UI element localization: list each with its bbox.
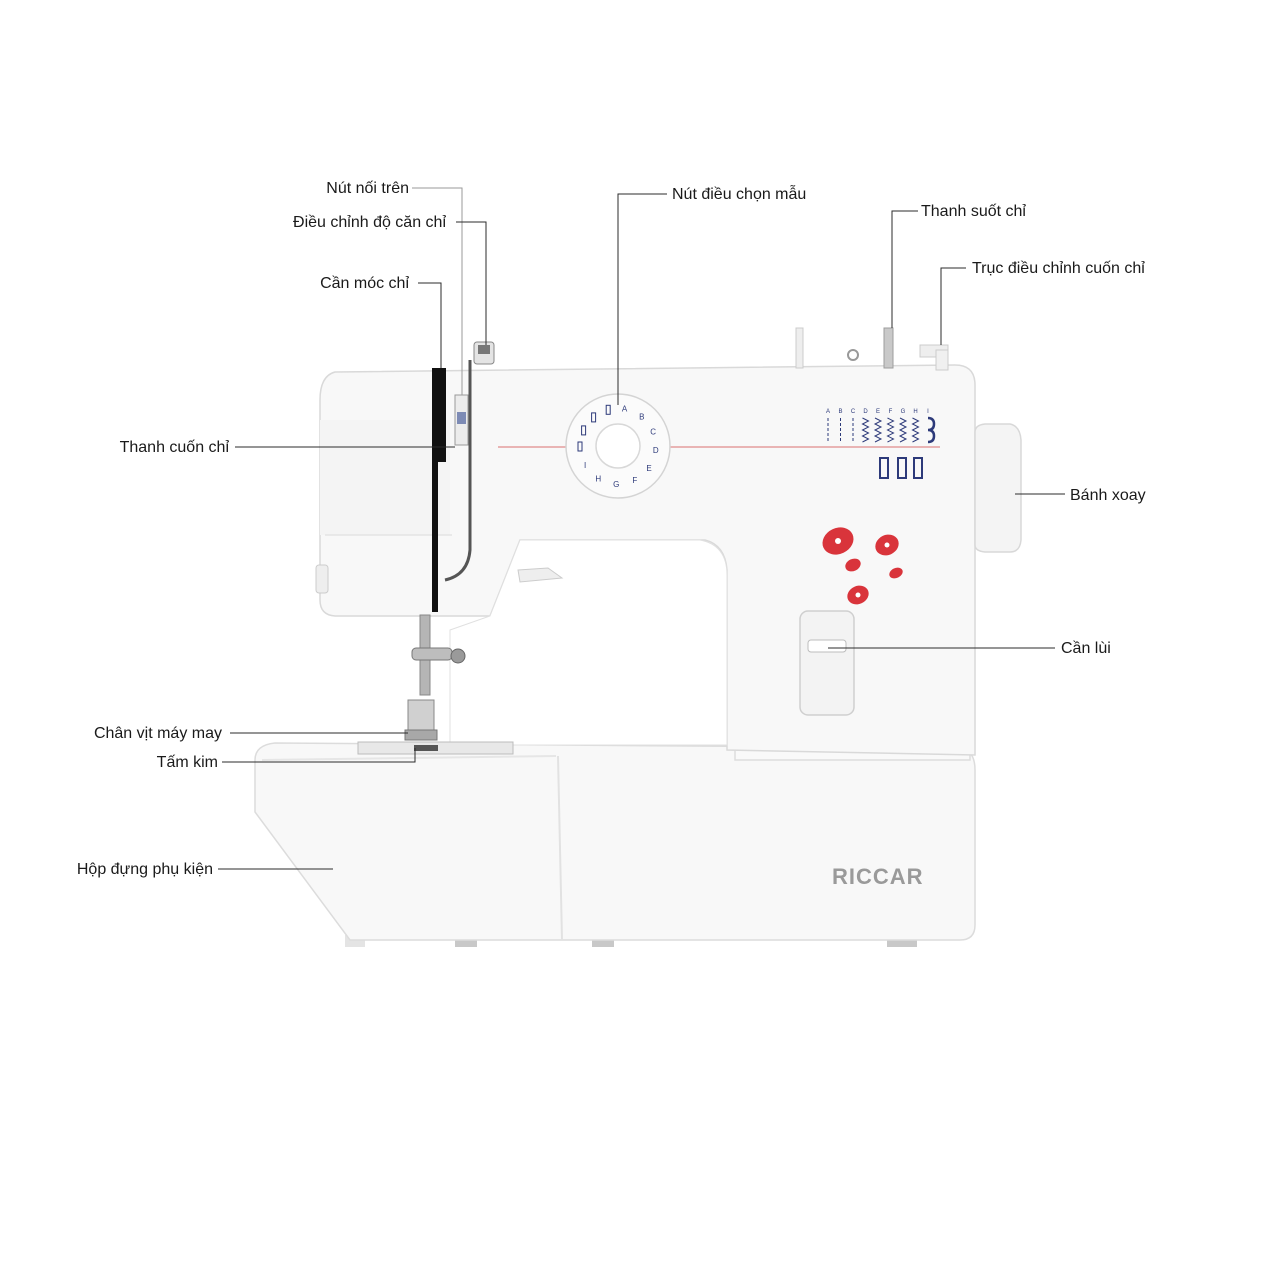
spool-pin-metal [883,327,894,369]
label-reverse-lever: Cần lùi [1061,640,1111,657]
stitch-chart-letter: G [901,409,906,415]
faceplate [320,420,450,535]
reverse-lever-slot [799,610,855,716]
part-labels: Nút nối trên Điều chỉnh độ căn chỉ Cần m… [77,180,1146,878]
stitch-chart-letter: B [838,409,842,415]
label-thread-hook-lever: Cần móc chỉ [320,275,409,292]
upper-connector-cap [478,345,490,354]
dial-letter: B [639,412,644,421]
stitch-chart-buttonhole [927,416,936,444]
decorative-dots [822,527,903,605]
stitch-chart-letter: I [927,409,929,415]
leader-tension-adjust [456,221,487,345]
stitch-chart: A B C D E F G H I [826,409,936,479]
buttonhole-step-3 [913,457,923,479]
tension-indicator [457,412,466,424]
stitch-chart-letter: A [826,409,830,415]
label-bobbin-winder: Trục điều chỉnh cuốn chỉ [972,260,1145,277]
needle-clamp [411,647,453,661]
leader-pattern-dial [617,193,667,405]
label-handwheel: Bánh xoay [1070,487,1146,504]
thread-cutter [517,567,564,583]
stitch-chart-letter: H [913,409,917,415]
stitch-chart-mark [911,417,920,443]
thread-path-groove [444,360,472,582]
stitch-chart-mark [886,417,895,443]
red-dot [845,558,861,572]
reverse-lever-part [807,639,847,653]
free-arm-opening [449,539,728,746]
pattern-dial-center [595,423,641,469]
stitch-chart-letter: E [876,409,880,415]
stitch-chart-mark [898,417,908,443]
leader-upper-connector [412,187,463,395]
label-needle-plate: Tấm kim [157,754,218,771]
dial-letter: I [584,461,586,470]
accessory-box-lip [261,755,557,761]
thread-take-up-slot [432,368,446,612]
label-thread-winding-bar: Thanh cuốn chỉ [120,439,230,456]
machine-base [254,742,976,941]
accessory-box-seam [557,755,563,941]
label-upper-connector: Nút nối trên [326,180,409,197]
dial-stitch-symbol [591,412,597,423]
bobbin-winder-base [935,349,949,371]
dial-stitch-symbol [581,425,587,436]
dial-letter: F [632,476,637,485]
label-presser-foot: Chân vịt máy may [94,725,222,742]
brand-logo: RICCAR [832,864,924,889]
dial-stitch-symbol [605,404,611,415]
dial-stitch-symbol [577,441,583,452]
leader-spool-pin [891,210,918,328]
label-accessory-box: Hộp đựng phụ kiện [77,861,213,878]
handwheel-part [974,423,1022,553]
stitch-chart-mark [861,417,870,443]
presser-foot-sole [404,729,438,741]
stitch-chart-mark [873,417,883,443]
leader-thread-hook-lever [418,282,442,368]
dial-letter: E [646,464,651,473]
buttonhole-step-1 [879,457,889,479]
feed-dogs [414,745,438,751]
label-spool-pin: Thanh suốt chỉ [921,203,1026,220]
light-cover [315,564,329,594]
stitch-chart-letter: D [863,409,868,415]
dial-letter: D [653,446,659,455]
leader-needle-plate [222,748,416,763]
dial-letter: G [613,480,619,489]
dial-letter: H [595,475,601,484]
label-pattern-dial: Nút điều chọn mẫu [672,184,806,203]
stitch-chart-letter: F [889,409,893,415]
needle-clamp-screw [450,648,466,664]
buttonhole-step-2 [897,457,907,479]
red-dot [889,567,903,579]
leader-lines [218,187,1065,870]
spool-pin-part [795,327,804,369]
dial-letter: C [650,428,656,437]
label-tension-adjust: Điều chỉnh độ căn chỉ [293,214,446,231]
leader-bobbin-winder [940,267,966,345]
stitch-chart-letter: C [851,409,856,415]
dial-letter: A [622,405,628,414]
thread-guide-hook [847,349,859,361]
